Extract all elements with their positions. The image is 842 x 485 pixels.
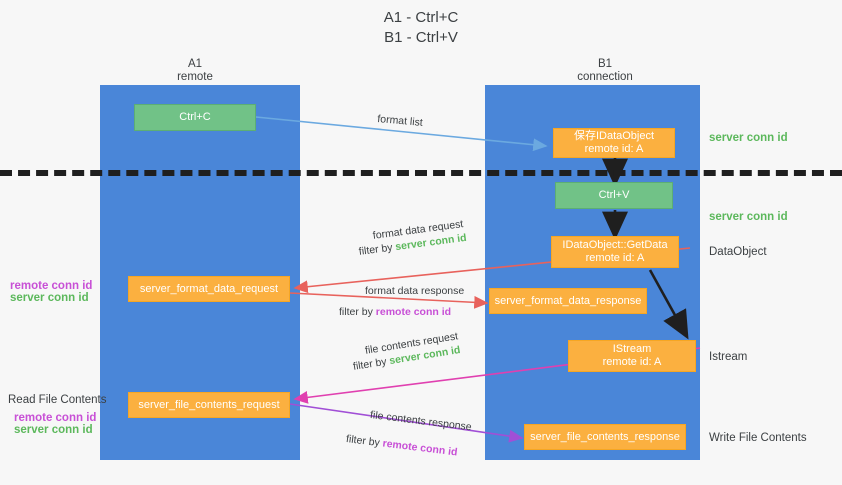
node-ctrl-c[interactable]: Ctrl+C: [134, 104, 256, 131]
node-istream[interactable]: IStream remote id: A: [568, 340, 696, 372]
label-remote-conn-id-1: remote conn id: [10, 280, 93, 292]
label-write-file-contents: Write File Contents: [709, 432, 807, 444]
node-ctrl-v[interactable]: Ctrl+V: [555, 182, 673, 209]
column-header-b1: B1 connection: [577, 58, 633, 83]
label-remote-conn-id-2: remote conn id: [14, 412, 97, 424]
node-server-format-data-request[interactable]: server_format_data_request: [128, 276, 290, 302]
arrow-getdata-to-istream: [648, 269, 689, 340]
label-dataobject: DataObject: [709, 246, 767, 258]
label-read-file-contents: Read File Contents: [8, 394, 107, 406]
label-istream: Istream: [709, 351, 748, 363]
node-server-file-contents-response[interactable]: server_file_contents_response: [524, 424, 686, 450]
filter-prefix: filter by: [339, 306, 376, 318]
label-server-conn-id-top: server conn id: [709, 132, 788, 144]
node-save-idataobject[interactable]: 保存IDataObject remote id: A: [553, 128, 675, 158]
arrow-file-contents-response: [289, 403, 524, 443]
page-title: A1 - Ctrl+C B1 - Ctrl+V: [383, 9, 459, 46]
node-server-file-contents-request[interactable]: server_file_contents_request: [128, 392, 290, 418]
arrow-format-data-response: [289, 292, 489, 309]
edge-label-format-data-response: format data response: [365, 285, 465, 297]
separator-dashed-line: [0, 170, 842, 176]
label-server-conn-id-1: server conn id: [10, 292, 89, 304]
edge-label-format-data-response-filter: filter by remote conn id: [339, 305, 451, 319]
arrow-format-list: [255, 116, 548, 152]
node-idataobject-getdata[interactable]: IDataObject::GetData remote id: A: [551, 236, 679, 268]
column-header-a1: A1 remote: [177, 58, 213, 83]
node-server-format-data-response[interactable]: server_format_data_response: [489, 288, 647, 314]
label-server-conn-id-2: server conn id: [14, 424, 93, 436]
label-server-conn-id-mid: server conn id: [709, 211, 788, 223]
filter-key-remote-conn-id: remote conn id: [375, 306, 452, 318]
